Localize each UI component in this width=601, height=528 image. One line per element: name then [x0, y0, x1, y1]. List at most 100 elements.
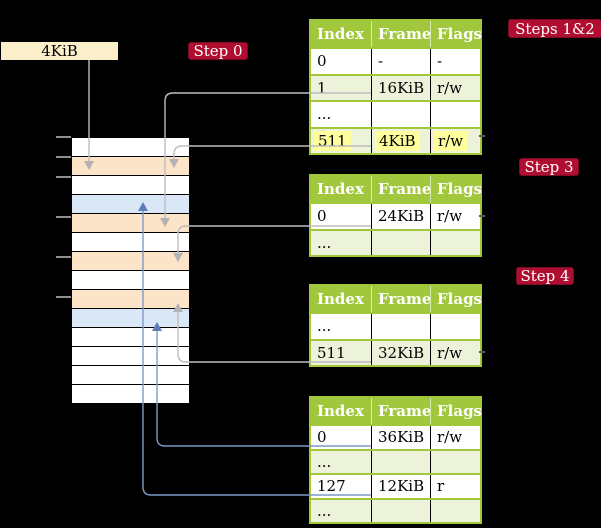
table-cell: r/w	[430, 340, 480, 365]
cell-value: -	[378, 52, 384, 71]
table-cell	[430, 230, 480, 255]
column-header-flags: Flags	[430, 398, 482, 424]
cell-value: 36KiB	[378, 428, 425, 447]
table-cell: 0	[311, 49, 371, 74]
table-cell	[371, 230, 430, 255]
page-table-entry-row: ...	[311, 497, 480, 523]
table-cell: 127	[311, 475, 371, 498]
address-tick	[56, 136, 71, 138]
memory-frame-row-white	[71, 232, 190, 252]
table-cell: ...	[311, 314, 371, 339]
page-table-entry-row: 0 24KiB r/w	[311, 202, 480, 229]
cell-value: 12KiB	[378, 477, 425, 496]
table-cell: 1	[311, 76, 371, 101]
root-table-address-label: 4KiB	[1, 42, 118, 60]
memory-frame-row-blue	[71, 308, 190, 328]
table-cell: 16KiB	[371, 75, 430, 100]
cell-value: ...	[317, 501, 332, 520]
table-cell	[371, 102, 430, 127]
table-cell	[430, 450, 480, 473]
column-header-flags: Flags	[430, 176, 482, 202]
page-table-entry-row: 1 16KiB r/w	[311, 73, 480, 101]
highlighted-cell-value: 511	[314, 130, 351, 151]
badge-steps-1-2: Steps 1&2	[508, 19, 601, 38]
memory-frame-row-white	[71, 327, 190, 347]
cell-value: 1	[317, 78, 327, 97]
table-cell	[371, 450, 430, 473]
table-cell: 511	[311, 341, 371, 366]
page-table-entry-row: 127 12KiB r	[311, 473, 480, 498]
page-table-entry-row: 511 32KiB r/w	[311, 338, 480, 366]
table-cell: r/w	[430, 426, 480, 449]
memory-frame-row-white	[71, 137, 190, 157]
table-cell: r/w	[430, 128, 480, 153]
table-cell: ...	[311, 231, 371, 256]
column-header-index: Index	[317, 402, 364, 420]
memory-frame-row-white	[71, 175, 190, 195]
memory-frame-row-orange	[71, 156, 190, 176]
cell-value: ...	[317, 452, 332, 471]
cell-value: r	[437, 477, 445, 496]
column-header-frame: Frame	[371, 286, 431, 312]
cell-value: r/w	[437, 207, 463, 226]
table-cell: ...	[311, 500, 371, 523]
table-cell: 4KiB	[371, 128, 430, 153]
table-cell: 32KiB	[371, 340, 430, 365]
cell-value: 32KiB	[378, 343, 425, 362]
table-cell	[430, 499, 480, 522]
column-header-index: Index	[317, 180, 364, 198]
table-cell: 24KiB	[371, 204, 430, 229]
memory-frame-row-orange	[71, 213, 190, 233]
cell-value: -	[437, 52, 443, 71]
page-table-entry-row: ...	[311, 448, 480, 473]
table-cell: r/w	[430, 204, 480, 229]
cell-value: 0	[317, 428, 327, 447]
address-tick	[56, 216, 71, 218]
table-cell	[371, 499, 430, 522]
column-header-frame: Frame	[371, 21, 431, 47]
highlighted-cell-value: r/w	[434, 130, 468, 151]
table-cell: -	[371, 49, 430, 74]
table-cell: r	[430, 475, 480, 498]
page-table-entry-row: ...	[311, 228, 480, 256]
page-table-entry-row: 0 - -	[311, 47, 480, 74]
physical-memory-column	[71, 137, 190, 404]
cell-value: 127	[317, 477, 346, 496]
memory-frame-row-white	[71, 270, 190, 290]
table-cell: ...	[311, 102, 371, 127]
memory-frame-row-orange	[71, 251, 190, 271]
table-cell	[430, 102, 480, 127]
column-header-index: Index	[317, 25, 364, 43]
table-cell: r/w	[430, 75, 480, 100]
cell-value: ...	[317, 233, 332, 252]
badge-step-0: Step 0	[188, 42, 248, 60]
cell-value: 0	[317, 52, 327, 71]
page-table-entry-row: 0 36KiB r/w	[311, 424, 480, 449]
table-cell: 36KiB	[371, 426, 430, 449]
table-cell: 511	[311, 129, 371, 154]
address-tick	[56, 156, 71, 158]
page-table-entry-row: ...	[311, 100, 480, 127]
column-header-flags: Flags	[430, 21, 482, 47]
cell-value: 0	[317, 207, 327, 226]
column-header-index: Index	[317, 290, 364, 308]
table-cell	[371, 314, 430, 339]
cell-value: 511	[317, 343, 346, 362]
column-header-frame: Frame	[371, 176, 431, 202]
cell-value: 16KiB	[378, 78, 425, 97]
cell-value: ...	[317, 317, 332, 336]
memory-frame-row-white	[71, 365, 190, 385]
memory-frame-row-orange	[71, 289, 190, 309]
table-cell	[430, 314, 480, 339]
cell-value: r/w	[437, 78, 463, 97]
column-header-frame: Frame	[371, 398, 431, 424]
